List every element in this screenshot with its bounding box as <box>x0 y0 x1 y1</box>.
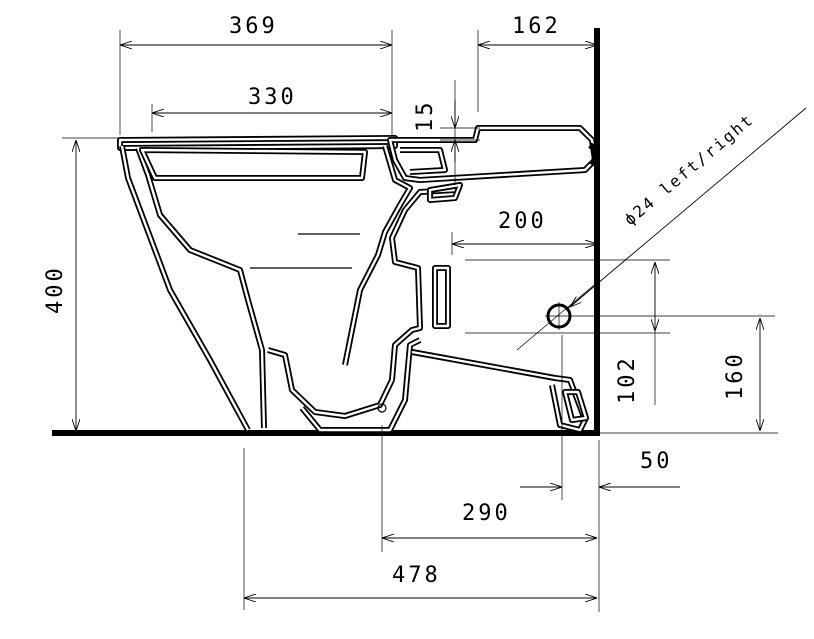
inlet-leader <box>565 107 807 311</box>
dim-162: 162 <box>512 14 561 39</box>
dim-102: 102 <box>615 355 640 404</box>
dim-330: 330 <box>248 85 297 110</box>
dim-50: 50 <box>640 449 673 474</box>
dim-369: 369 <box>229 14 278 39</box>
dim-15: 15 <box>413 100 438 133</box>
dim-200: 200 <box>498 209 547 234</box>
dim-478: 478 <box>392 563 441 588</box>
dim-160: 160 <box>723 351 748 400</box>
toilet-body <box>117 125 599 433</box>
inlet-note: ϕ24 left/right <box>620 110 757 229</box>
dim-290: 290 <box>462 501 511 526</box>
dim-400: 400 <box>43 265 68 314</box>
